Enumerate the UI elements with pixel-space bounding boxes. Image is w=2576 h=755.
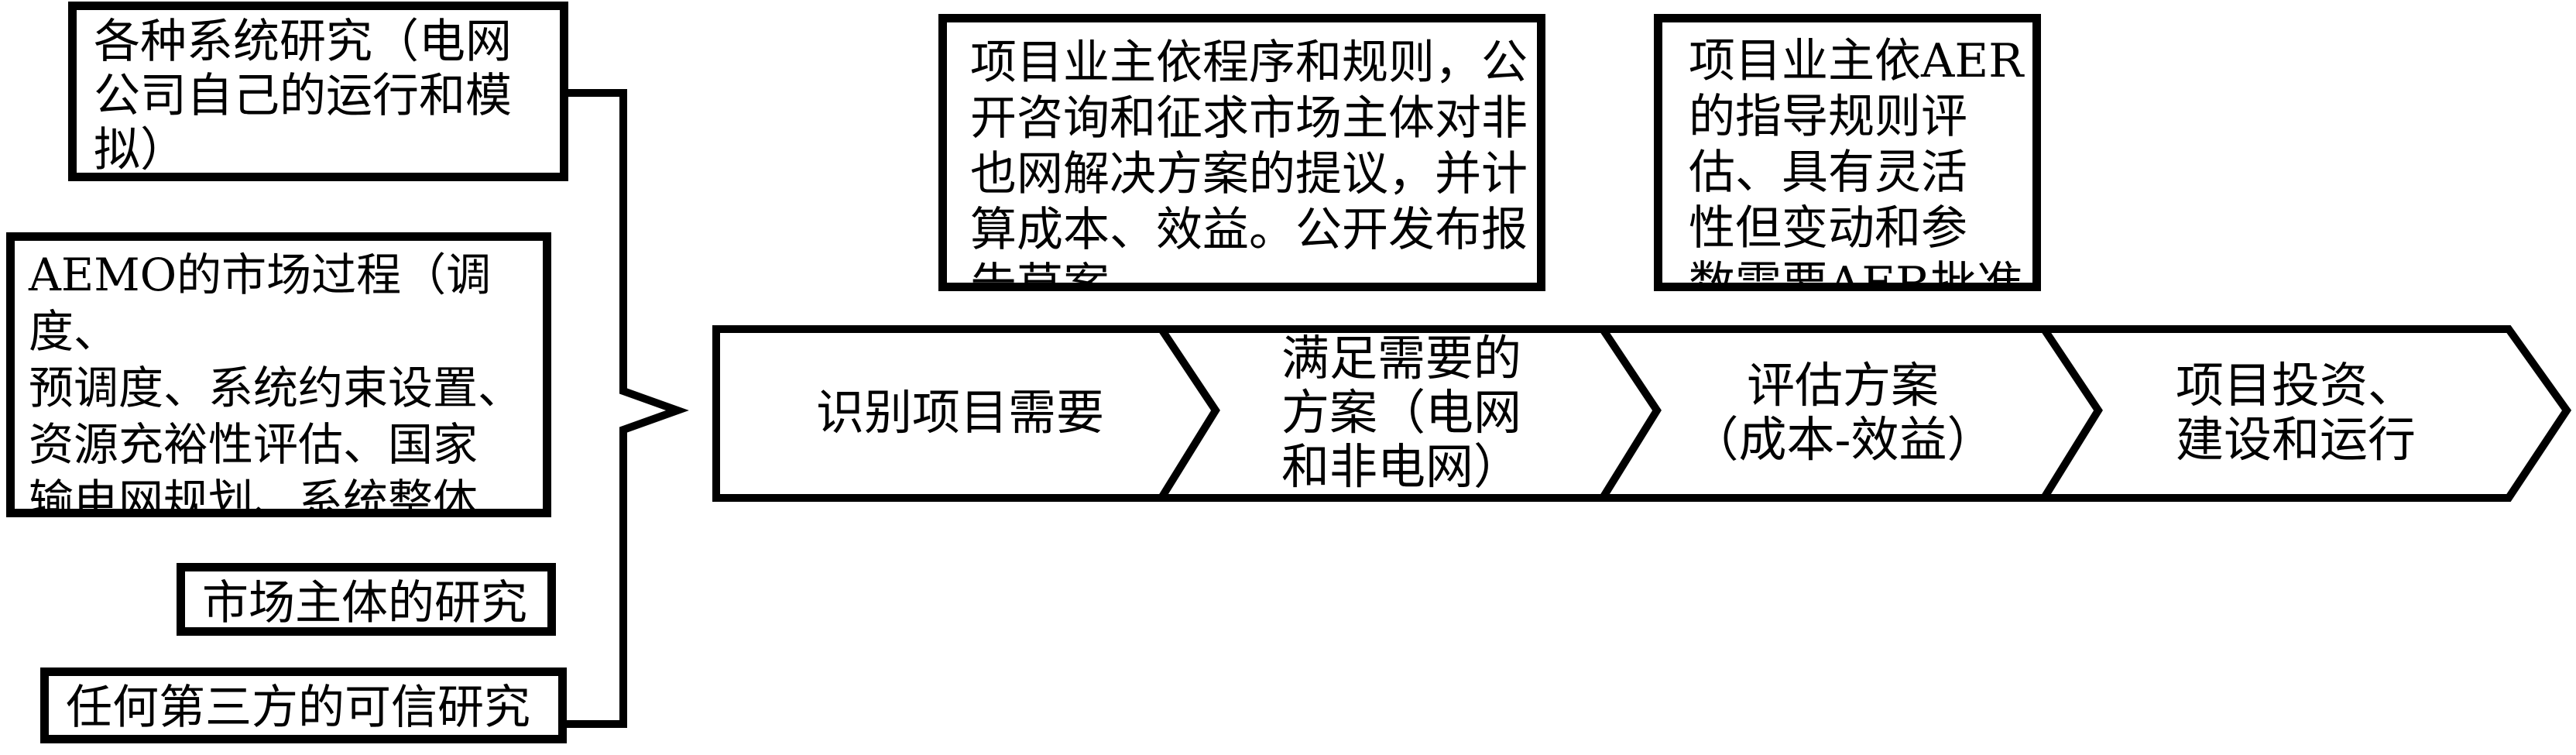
sources-bracket: [565, 89, 689, 728]
note-text-aer: 项目业主依AER 的指导规则评 估、具有灵活 性但变动和参 数需要AER批准: [1689, 34, 2024, 291]
note-aer: 项目业主依AER 的指导规则评 估、具有灵活 性但变动和参 数需要AER批准: [1654, 14, 2041, 291]
stage-label-invest-build: 项目投资、 建设和运行: [2175, 356, 2416, 468]
source-box-system-studies: 各种系统研究（电网 公司自己的运行和模 拟）: [68, 2, 568, 181]
note-text-consult: 项目业主依程序和规则，公 开咨询和征求市场主体对非 也网解决方案的提议，并计 算…: [970, 36, 1528, 291]
source-text-market-process: AEMO的市场过程（调度、 预调度、系统约束设置、 资源充裕性评估、国家 输电网…: [29, 249, 523, 517]
source-text-system-studies: 各种系统研究（电网 公司自己的运行和模 拟）: [94, 15, 512, 177]
stage-chevron-invest-build: [2036, 325, 2572, 502]
stage-label-evaluate: 评估方案 （成本-效益）: [1690, 356, 1995, 468]
source-text-third-party-studies: 任何第三方的可信研究: [66, 681, 530, 735]
source-text-participant-studies: 市场主体的研究: [202, 576, 527, 630]
stage-label-identify-need: 识别项目需要: [815, 383, 1104, 441]
source-box-third-party-studies: 任何第三方的可信研究: [40, 667, 567, 743]
stage-label-solutions: 满足需要的 方案（电网 和非电网）: [1281, 329, 1521, 495]
note-consult: 项目业主依程序和规则，公 开咨询和征求市场主体对非 也网解决方案的提议，并计 算…: [938, 14, 1545, 291]
source-box-market-process: AEMO的市场过程（调度、 预调度、系统约束设置、 资源充裕性评估、国家 输电网…: [6, 232, 551, 517]
source-box-participant-studies: 市场主体的研究: [177, 563, 556, 636]
